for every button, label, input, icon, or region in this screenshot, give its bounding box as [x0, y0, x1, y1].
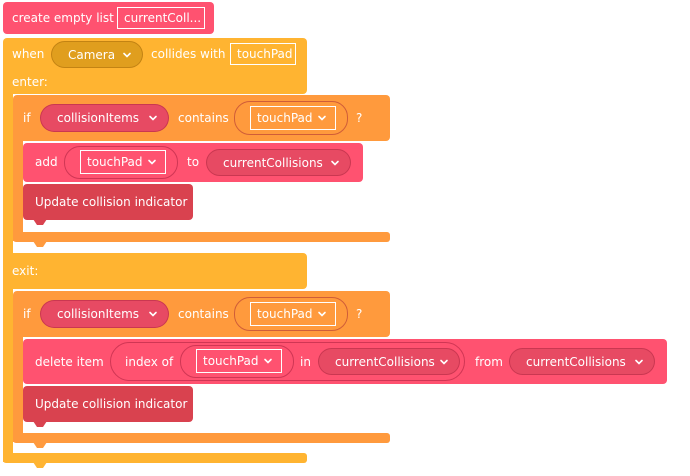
chevron-down-icon	[440, 359, 448, 365]
chevron-down-icon	[123, 52, 131, 58]
exit-item-slot[interactable]	[234, 297, 348, 331]
chevron-down-icon	[264, 358, 272, 364]
enter-if-notch	[33, 241, 47, 247]
exit-item-text: touchPad	[257, 307, 313, 321]
from-list-text: currentCollisions	[526, 354, 626, 369]
enter-label: enter:	[12, 75, 48, 89]
enter-update-indicator-block[interactable]: Update collision indicator	[23, 184, 193, 220]
enter-if-spine	[13, 135, 23, 241]
list-variable-field[interactable]: currentColl...	[117, 7, 205, 29]
event-block-notch	[33, 462, 47, 468]
enter-question-label: ?	[356, 111, 363, 125]
exit-update-label: Update collision indicator	[35, 397, 188, 411]
enter-update-label: Update collision indicator	[35, 195, 188, 209]
add-item-field[interactable]: touchPad	[80, 150, 166, 174]
event-block-foot	[3, 453, 307, 463]
exit-if-spine	[13, 330, 23, 442]
enter-item-text: touchPad	[257, 111, 313, 125]
exit-contains-label: contains	[178, 307, 229, 321]
index-item-field[interactable]: touchPad	[196, 349, 282, 373]
in-list-text: currentCollisions	[335, 354, 435, 369]
delete-item-label: delete item	[35, 355, 104, 369]
exit-list-text: collisionItems	[57, 307, 140, 321]
index-item-slot[interactable]	[180, 345, 294, 378]
add-item-slot[interactable]	[64, 146, 178, 179]
chevron-down-icon	[149, 115, 157, 121]
enter-list-dropdown[interactable]: collisionItems	[40, 104, 169, 132]
add-label: add	[35, 155, 58, 169]
to-label: to	[187, 155, 200, 169]
index-of-label: index of	[125, 355, 174, 369]
enter-contains-label: contains	[178, 111, 229, 125]
exit-update-notch	[33, 421, 47, 427]
event-exit-band	[3, 253, 307, 289]
create-empty-list-label: create empty list	[12, 11, 114, 25]
create-empty-list-block[interactable]: create empty list currentColl...	[3, 2, 214, 34]
when-label: when	[12, 47, 45, 61]
collision-target-field[interactable]: touchPad	[230, 43, 296, 65]
in-list-dropdown[interactable]: currentCollisions	[318, 348, 460, 375]
enter-if-foot	[13, 232, 390, 242]
exit-question-label: ?	[356, 307, 363, 321]
enter-update-notch	[33, 219, 47, 225]
add-list-text: currentCollisions	[223, 155, 323, 170]
list-variable-text: currentColl...	[124, 11, 202, 25]
collides-with-label: collides with	[151, 47, 226, 61]
chevron-down-icon	[318, 115, 326, 121]
exit-list-dropdown[interactable]: collisionItems	[40, 300, 169, 328]
chevron-down-icon	[148, 159, 156, 165]
chevron-down-icon	[149, 311, 157, 317]
add-list-dropdown[interactable]: currentCollisions	[206, 149, 351, 176]
chevron-down-icon	[331, 160, 339, 166]
in-label: in	[300, 355, 311, 369]
collision-target-text: touchPad	[237, 47, 293, 61]
exit-if-notch	[33, 442, 47, 448]
exit-label: exit:	[12, 264, 39, 278]
exit-update-indicator-block[interactable]: Update collision indicator	[23, 386, 193, 422]
enter-if-label: if	[23, 111, 31, 125]
from-list-dropdown[interactable]: currentCollisions	[509, 348, 655, 375]
exit-item-field[interactable]: touchPad	[250, 302, 336, 326]
index-of-block[interactable]	[110, 342, 465, 381]
enter-item-field[interactable]: touchPad	[250, 106, 336, 130]
from-label: from	[475, 355, 503, 369]
exit-if-foot	[13, 433, 390, 443]
enter-list-text: collisionItems	[57, 111, 140, 125]
enter-item-slot[interactable]	[234, 101, 348, 135]
chevron-down-icon	[318, 311, 326, 317]
exit-if-label: if	[23, 307, 31, 321]
index-item-text: touchPad	[203, 354, 259, 368]
chevron-down-icon	[635, 359, 643, 365]
add-item-text: touchPad	[87, 155, 143, 169]
object-text: Camera	[68, 47, 116, 62]
object-dropdown[interactable]: Camera	[51, 41, 143, 68]
